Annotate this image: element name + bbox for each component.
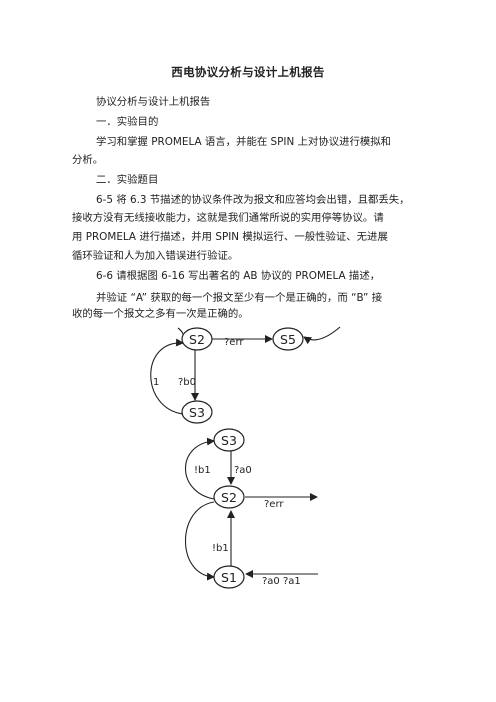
paragraph-purpose-line1: 学习和掌握 PROMELA 语言，并能在 SPIN 上对协议进行模拟和 [96, 136, 392, 148]
edge-label-bottom-a0: ?a0 [234, 465, 252, 476]
state-label-top-s2: S2 [189, 332, 205, 347]
paragraph-purpose-line2: 分析。 [72, 154, 104, 166]
section-heading-purpose: 一．实验目的 [96, 116, 159, 128]
edge-incoming-top-s2 [177, 327, 184, 335]
edge-top-s3-to-s2-loop [150, 338, 184, 415]
state-label-bottom-s2: S2 [221, 490, 237, 505]
edge-bottom-s2-to-s1-loop [184, 501, 215, 581]
paragraph-task-6-5-line3: 用 PROMELA 进行描述，并用 SPIN 模拟运行、一般性验证、无进展 [72, 231, 388, 243]
edge-label-top-err: ?err [224, 337, 244, 348]
state-node-top-s3 [181, 400, 213, 424]
state-label-bottom-s3: S3 [221, 433, 237, 448]
paragraph-subtitle: 协议分析与设计上机报告 [96, 96, 211, 108]
state-node-top-s5 [272, 327, 304, 351]
state-node-bottom-s2 [213, 485, 245, 509]
edge-label-bottom-err: ?err [264, 499, 284, 510]
edge-incoming-top-s5 [303, 326, 341, 345]
edge-label-bottom-b1-lower: !b1 [212, 543, 229, 554]
paragraph-task-6-5-line2: 接收方没有无线接收能力，这就是我们通常所说的实用停等协议。请 [72, 212, 384, 224]
state-label-top-s3: S3 [189, 405, 205, 420]
state-label-bottom-s1: S1 [221, 570, 237, 585]
state-label-top-s5: S5 [280, 332, 296, 347]
edge-label-top-1: 1 [153, 377, 159, 388]
paragraph-task-6-5-line1: 6-5 将 6.3 节描述的协议条件改为报文和应答均会出错，且都丢失， [96, 194, 410, 206]
document-title: 西电协议分析与设计上机报告 [171, 65, 325, 79]
paragraph-task-6-6-line2: 并验证 “A” 获取的每一个报文至少有一个是正确的，而 “B” 接 [96, 292, 383, 304]
edge-label-top-b0: ?b0 [178, 377, 196, 388]
paragraph-task-6-6-line1: 6-6 请根据图 6-16 写出著名的 AB 协议的 PROMELA 描述， [96, 270, 381, 282]
edge-label-bottom-b1-upper: !b1 [194, 465, 211, 476]
section-heading-task: 二．实验题目 [96, 174, 159, 186]
paragraph-task-6-6-line3: 收的每一个报文之多有一次是正确的。 [72, 308, 249, 320]
edge-label-bottom-a0-a1: ?a0 ?a1 [262, 576, 301, 587]
paragraph-task-6-5-line4: 循环验证和人为加入错误进行验证。 [72, 250, 239, 262]
edge-bottom-s2-to-s3-loop [184, 437, 215, 500]
